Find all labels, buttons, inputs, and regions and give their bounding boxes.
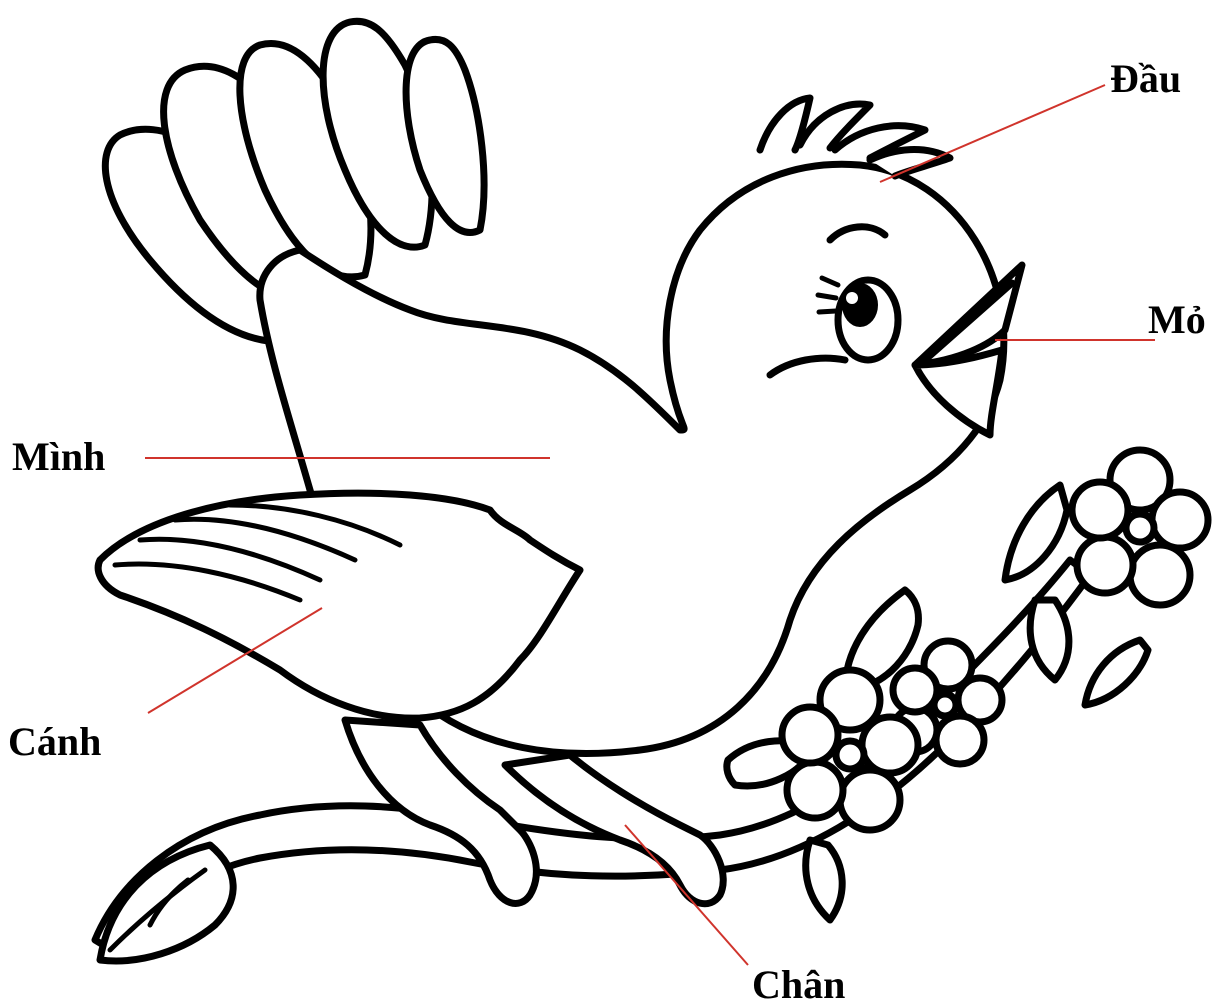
label-beak: Mỏ [1148, 297, 1206, 342]
label-body: Mình [12, 434, 105, 479]
flower-top-right [1072, 450, 1208, 605]
label-legs: Chân [752, 962, 845, 1007]
label-wing: Cánh [8, 719, 101, 764]
label-head: Đầu [1110, 56, 1181, 101]
